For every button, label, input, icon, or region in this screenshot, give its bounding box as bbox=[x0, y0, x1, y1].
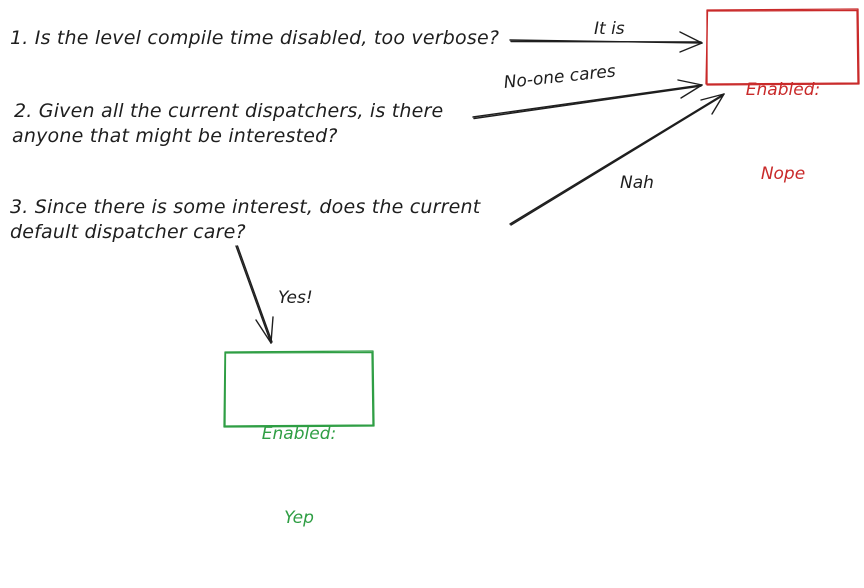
question-2-line-2: anyone that might be interested? bbox=[12, 125, 338, 147]
yep-box-line-1: Enabled: bbox=[261, 424, 337, 444]
flow-diagram: 1. Is the level compile time disabled, t… bbox=[10, 8, 860, 528]
edge-label-yes: Yes! bbox=[278, 288, 313, 308]
nope-box-text: Enabled: Nope bbox=[708, 20, 858, 244]
nope-box bbox=[705, 8, 860, 86]
yep-box-line-2: Yep bbox=[284, 508, 314, 528]
question-1: 1. Is the level compile time disabled, t… bbox=[10, 27, 500, 49]
edge-label-nah: Nah bbox=[620, 173, 654, 193]
nope-box-line-1: Enabled: bbox=[745, 80, 821, 100]
arrow-q3-to-yep bbox=[235, 245, 274, 344]
arrow-q1-to-nope bbox=[509, 31, 703, 53]
nope-box-line-2: Nope bbox=[760, 164, 806, 184]
question-3-line-1: 3. Since there is some interest, does th… bbox=[10, 196, 481, 218]
arrow-q2-to-nope bbox=[472, 79, 703, 120]
diagram-canvas bbox=[223, 8, 860, 428]
arrow-q3-to-nope bbox=[509, 93, 725, 226]
yep-box bbox=[223, 350, 375, 428]
question-2-line-1: 2. Given all the current dispatchers, is… bbox=[14, 100, 444, 122]
yep-box-text: Enabled: Yep bbox=[224, 364, 374, 588]
edge-label-it-is: It is bbox=[594, 19, 625, 39]
question-3-line-2: default dispatcher care? bbox=[10, 221, 246, 243]
